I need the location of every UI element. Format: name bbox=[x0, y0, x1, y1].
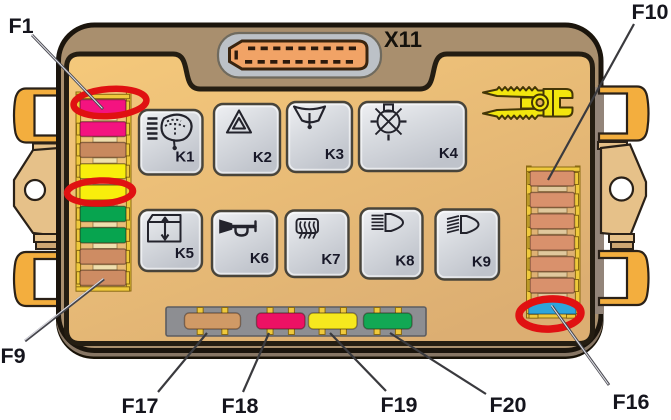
svg-text:F10: F10 bbox=[631, 0, 668, 24]
svg-text:F20: F20 bbox=[489, 393, 526, 417]
svg-text:K2: K2 bbox=[253, 149, 272, 166]
svg-text:K9: K9 bbox=[472, 254, 491, 271]
svg-text:K7: K7 bbox=[321, 251, 340, 268]
svg-text:F16: F16 bbox=[612, 390, 649, 414]
svg-text:F9: F9 bbox=[0, 344, 25, 368]
svg-text:K6: K6 bbox=[250, 250, 269, 267]
svg-text:K8: K8 bbox=[395, 253, 414, 270]
svg-text:F19: F19 bbox=[380, 393, 417, 417]
svg-text:F18: F18 bbox=[221, 394, 258, 418]
svg-text:K3: K3 bbox=[325, 146, 344, 163]
svg-text:F1: F1 bbox=[8, 14, 33, 38]
svg-text:X11: X11 bbox=[384, 27, 422, 52]
svg-text:K5: K5 bbox=[175, 245, 194, 262]
svg-text:F17: F17 bbox=[121, 394, 158, 418]
svg-text:K1: K1 bbox=[175, 149, 194, 166]
svg-text:K4: K4 bbox=[439, 145, 459, 162]
